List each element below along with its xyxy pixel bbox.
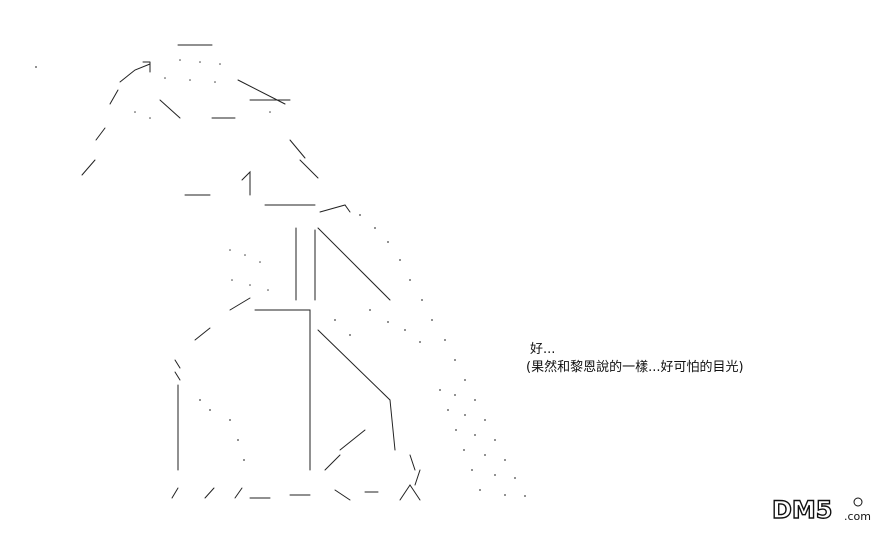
hair-left-stroke (119, 63, 151, 83)
site-watermark-logo: DM5 .com (770, 494, 880, 526)
coat-edge-stroke (389, 399, 396, 451)
hip-stroke (229, 297, 251, 311)
hair-tip-stroke (81, 159, 96, 176)
hand-stroke (194, 327, 211, 341)
mascot-icon (853, 497, 863, 507)
neck-stroke (241, 170, 251, 196)
fold-stroke (324, 429, 366, 471)
feet-strokes (171, 487, 243, 499)
cheek-stroke (289, 139, 306, 159)
floor-strokes (249, 494, 311, 499)
hair-lower-stroke (95, 127, 106, 141)
fingers-stroke (174, 359, 181, 381)
watermark-brand: DM5 (772, 496, 833, 524)
dialogue-text: 好... (果然和黎恩說的一樣...好可怕的目光) (526, 341, 744, 377)
dialogue-line-2: (果然和黎恩說的一樣...好可怕的目光) (526, 360, 744, 375)
cape-dots (35, 59, 526, 497)
hair-edge-stroke (142, 61, 151, 73)
coat-tail-strokes (409, 454, 421, 486)
eye-left-stroke (159, 99, 181, 119)
watermark-graphic: DM5 .com (771, 495, 871, 524)
dialogue-line-1: 好... (530, 342, 556, 357)
hair-lock-stroke (109, 89, 119, 105)
watermark-suffix: .com (844, 510, 871, 523)
coat-stroke (317, 329, 391, 401)
hem-strokes (334, 484, 421, 501)
jaw-stroke (299, 159, 319, 179)
arm-stroke (317, 227, 391, 301)
arm-top-stroke (319, 204, 351, 213)
waist-stroke (254, 309, 311, 331)
